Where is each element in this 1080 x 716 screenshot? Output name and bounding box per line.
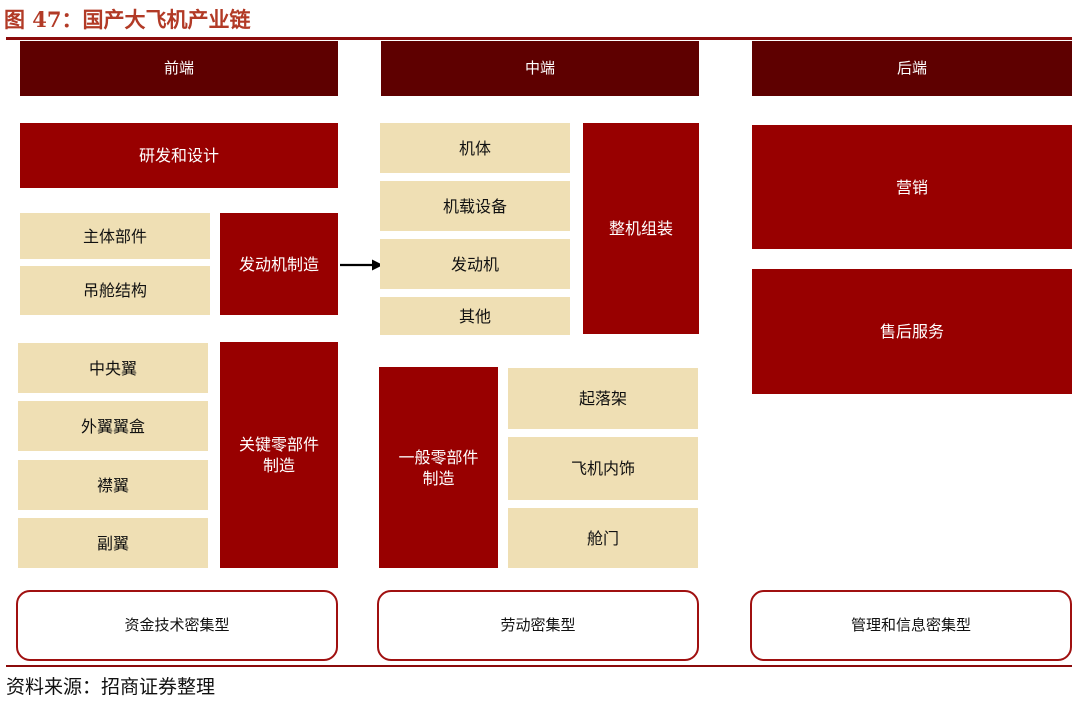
stage-header-back: 后端 — [752, 41, 1072, 96]
key-parts-label-line1: 关键零部件 — [238, 435, 319, 454]
category-capital-tech: 资金技术密集型 — [16, 590, 338, 661]
after-sales-box: 售后服务 — [752, 269, 1072, 394]
final-assembly-box: 整机组装 — [583, 123, 699, 334]
pod-structure-box: 吊舱结构 — [20, 266, 210, 315]
flaps-box: 襟翼 — [18, 460, 208, 510]
source-note: 资料来源：招商证券整理 — [6, 676, 216, 698]
engine-box: 发动机 — [380, 239, 570, 289]
landing-gear-box: 起落架 — [508, 368, 698, 429]
top-divider — [6, 37, 1072, 40]
flow-arrow-icon — [340, 259, 383, 271]
outer-wing-box-box: 外翼翼盒 — [18, 401, 208, 451]
cabin-door-box: 舱门 — [508, 508, 698, 568]
other-box: 其他 — [380, 297, 570, 335]
key-parts-manufacturing-box: 关键零部件 制造 — [220, 342, 338, 568]
key-parts-label-line2: 制造 — [262, 456, 295, 475]
figure-title: 图 47：国产大飞机产业链 — [4, 7, 251, 32]
general-parts-label-line2: 制造 — [422, 468, 455, 488]
stage-header-front: 前端 — [20, 41, 338, 96]
bottom-divider — [6, 665, 1072, 667]
category-management-info: 管理和信息密集型 — [750, 590, 1072, 661]
engine-manufacturing-box: 发动机制造 — [220, 213, 338, 315]
general-parts-label-line1: 一般零部件 — [398, 447, 479, 467]
general-parts-manufacturing-box: 一般零部件 制造 — [379, 367, 498, 568]
stage-header-middle: 中端 — [381, 41, 699, 96]
onboard-equipment-box: 机载设备 — [380, 181, 570, 231]
rd-design-box: 研发和设计 — [20, 123, 338, 188]
category-labor: 劳动密集型 — [377, 590, 699, 661]
main-parts-box: 主体部件 — [20, 213, 210, 259]
interior-box: 飞机内饰 — [508, 437, 698, 500]
airframe-box: 机体 — [380, 123, 570, 173]
center-wing-box: 中央翼 — [18, 343, 208, 393]
ailerons-box: 副翼 — [18, 518, 208, 568]
marketing-box: 营销 — [752, 125, 1072, 249]
